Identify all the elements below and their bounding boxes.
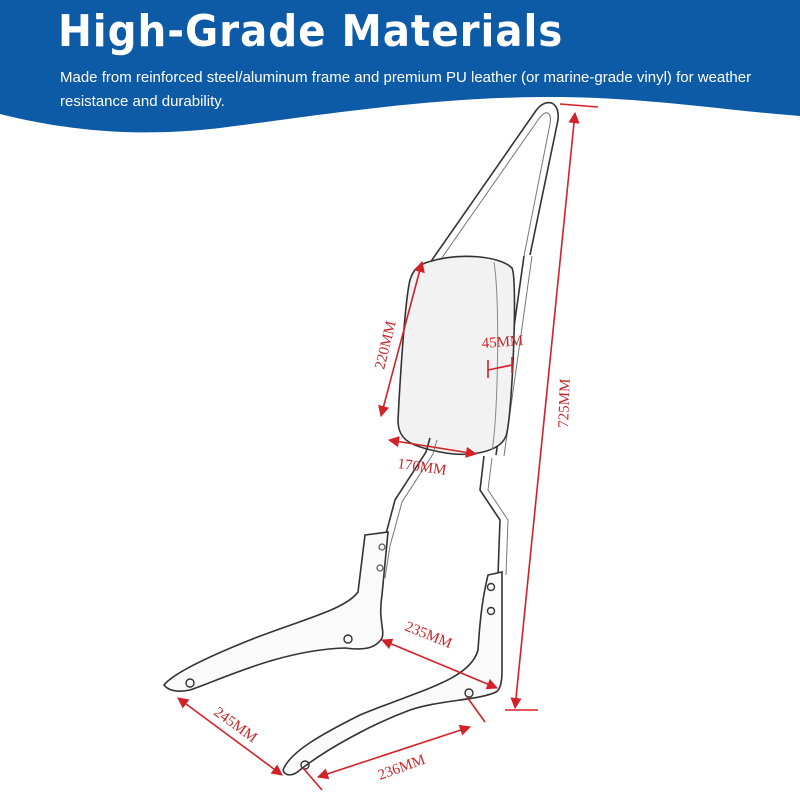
left-side-plate <box>162 531 389 692</box>
mount-hole <box>300 760 310 770</box>
mount-hole <box>343 634 353 644</box>
mount-hole <box>486 606 496 616</box>
header-banner <box>0 0 800 133</box>
dim-right-plate-length: 236MM <box>376 752 428 784</box>
dim-pad-width: 170MM <box>396 456 447 479</box>
dimension-lines <box>177 103 599 791</box>
right-side-plate <box>282 571 503 776</box>
bolt <box>376 564 384 572</box>
bolt <box>378 543 386 551</box>
dim-overall-height: 725MM <box>556 378 574 428</box>
page-title: High-Grade Materials <box>58 6 564 57</box>
mount-hole <box>486 582 496 592</box>
dim-pad-thickness: 45MM <box>481 333 524 352</box>
mount-hole <box>185 678 195 688</box>
dim-plate-spacing: 235MM <box>403 619 455 652</box>
page-subtitle: Made from reinforced steel/aluminum fram… <box>60 69 752 110</box>
